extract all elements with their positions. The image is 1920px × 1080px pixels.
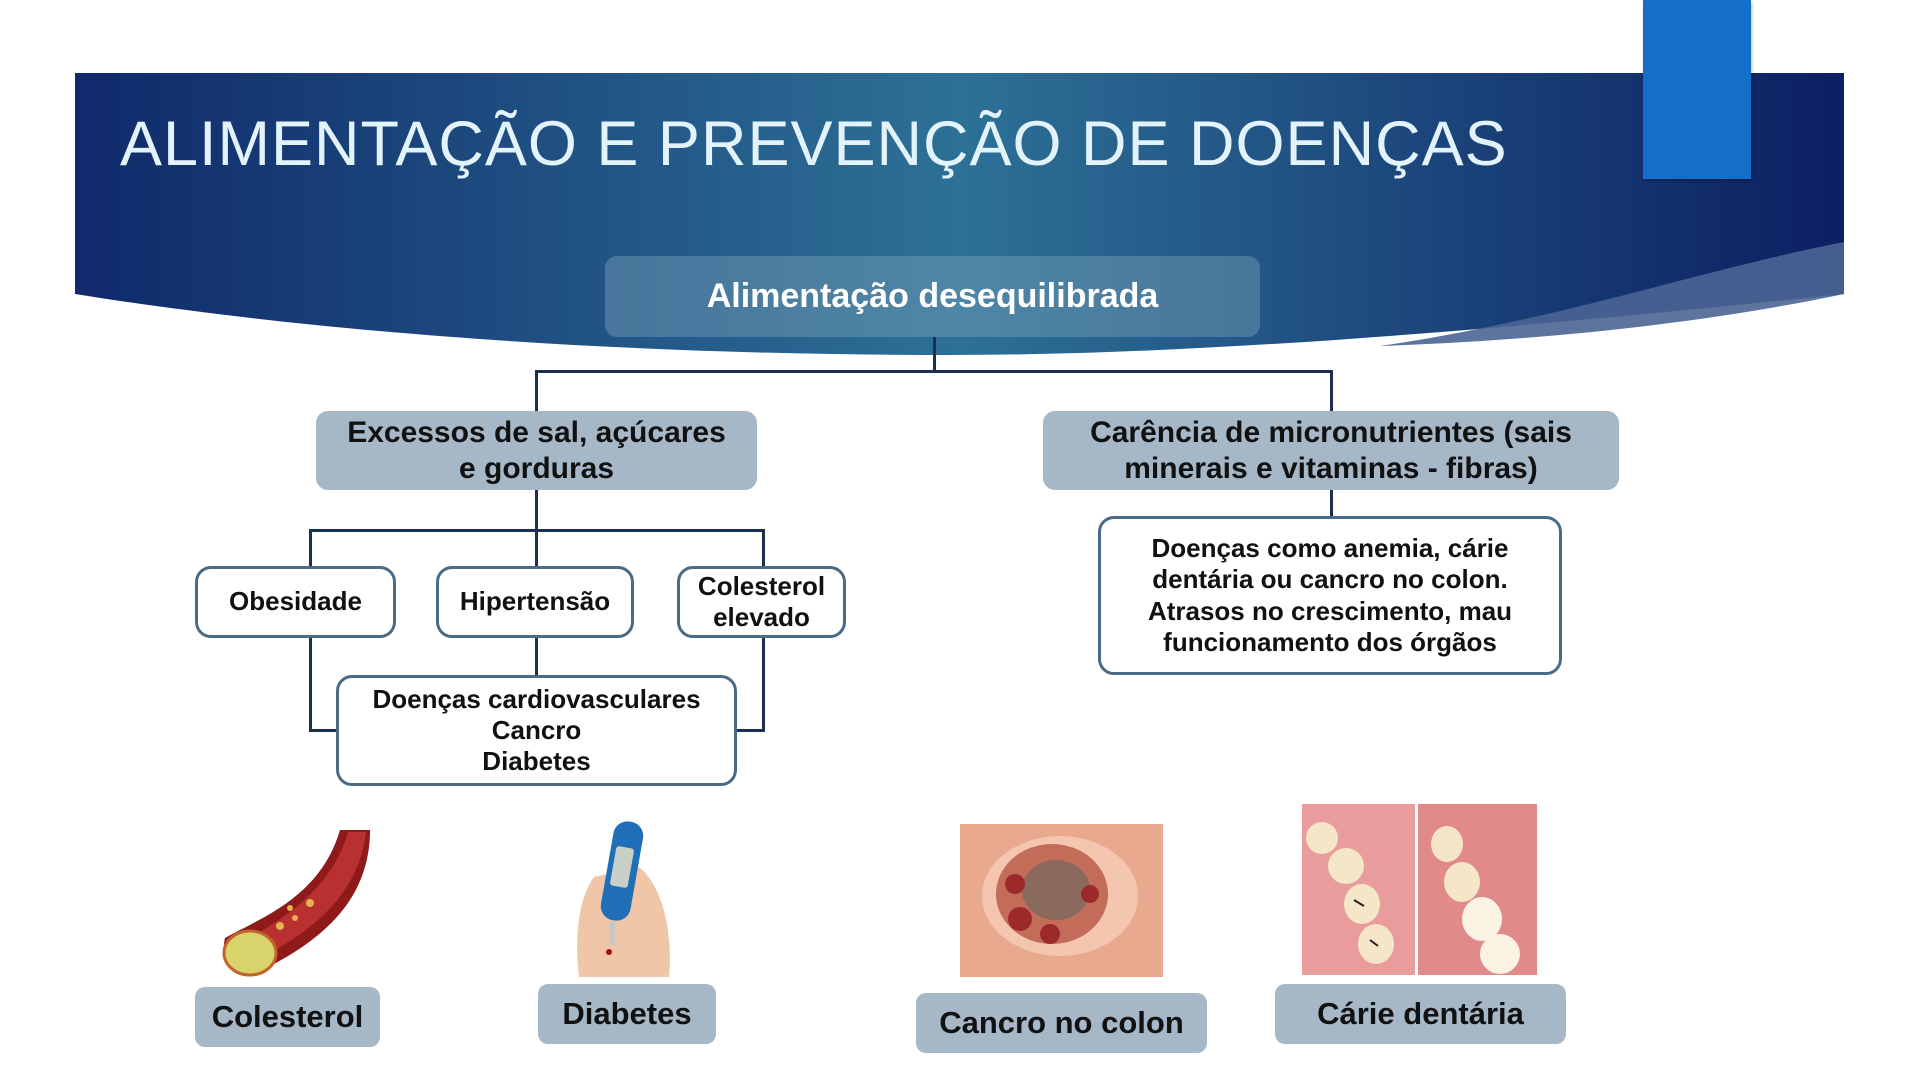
label-carie-dentaria-text: Cárie dentária [1317, 996, 1524, 1032]
node-hipertensao: Hipertensão [436, 566, 634, 638]
node-doencas-cardiovasculares: Doenças cardiovasculares Cancro Diabetes [336, 675, 737, 786]
connector-hipertensao-down [535, 638, 538, 676]
connector-right-drop [1330, 370, 1333, 411]
connector-left-drop [535, 370, 538, 411]
connector-colesterol-drop [762, 529, 765, 566]
colon-cancer-image [960, 824, 1163, 977]
node-root: Alimentação desequilibrada [605, 256, 1260, 337]
connector-colesterol-down [762, 638, 765, 731]
accent-bar [1643, 0, 1751, 179]
label-colesterol: Colesterol [195, 987, 380, 1047]
connector-hipertensao-drop [535, 529, 538, 566]
glucose-meter-image [577, 821, 670, 977]
connector-obesidade-down [309, 638, 312, 731]
node-hipertensao-label: Hipertensão [459, 586, 611, 617]
label-diabetes: Diabetes [538, 984, 716, 1044]
connector-root-stem [933, 337, 936, 372]
connector-colesterol-left [737, 729, 765, 732]
node-doencas-carencia-label: Doenças como anemia, cárie dentária ou c… [1147, 533, 1513, 657]
node-carencia-label: Carência de micronutrientes (sais minera… [1090, 415, 1572, 485]
connector-root-bar [535, 370, 1333, 373]
connector-obesidade-right [309, 729, 337, 732]
node-doencas-carencia: Doenças como anemia, cárie dentária ou c… [1098, 516, 1562, 675]
label-diabetes-text: Diabetes [562, 996, 692, 1032]
node-colesterol-elevado: Colesterol elevado [677, 566, 846, 638]
connector-obesidade-drop [309, 529, 312, 566]
label-cancro-no-colon: Cancro no colon [916, 993, 1207, 1053]
node-excessos-label: Excessos de sal, açúcares e gorduras [347, 415, 726, 485]
node-root-label: Alimentação desequilibrada [706, 277, 1159, 316]
node-obesidade-label: Obesidade [229, 586, 362, 617]
label-cancro-no-colon-text: Cancro no colon [939, 1005, 1184, 1041]
node-colesterol-elevado-label: Colesterol elevado [697, 570, 826, 632]
node-carencia: Carência de micronutrientes (sais minera… [1043, 411, 1619, 490]
slide-title: ALIMENTAÇÃO E PREVENÇÃO DE DOENÇAS [120, 109, 1508, 179]
connector-left-stem [535, 490, 538, 531]
artery-plaque-image [222, 830, 370, 977]
label-carie-dentaria: Cárie dentária [1275, 984, 1566, 1044]
node-doencas-cardiovasculares-label: Doenças cardiovasculares Cancro Diabetes [372, 683, 701, 777]
title-banner [75, 73, 1844, 355]
node-obesidade: Obesidade [195, 566, 396, 638]
node-excessos: Excessos de sal, açúcares e gorduras [316, 411, 757, 490]
connector-right-stem [1330, 490, 1333, 517]
tooth-decay-image [1302, 804, 1537, 975]
label-colesterol-text: Colesterol [211, 999, 364, 1035]
